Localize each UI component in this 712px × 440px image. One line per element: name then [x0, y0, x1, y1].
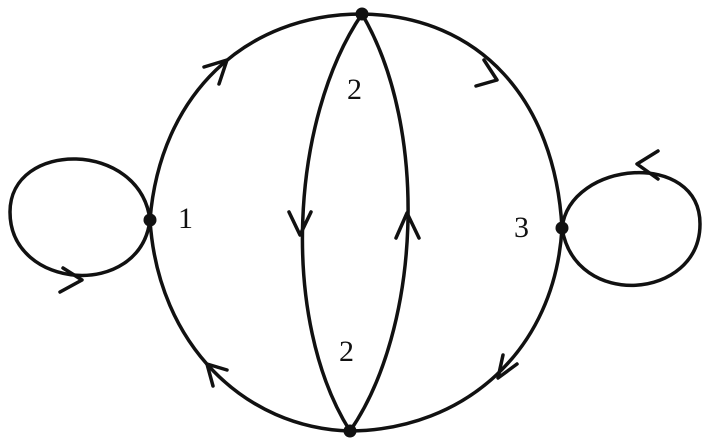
edge-left-upper-arc	[148, 12, 364, 222]
arrow-inner-left-down	[287, 210, 313, 237]
arrow-left-upper	[202, 58, 229, 86]
edge-left-lower-arc	[148, 218, 352, 433]
edge-right-lower-arc	[348, 226, 564, 433]
arrow-left-lower	[205, 362, 229, 388]
vertex-1	[143, 213, 157, 227]
arrow-right-lower	[496, 353, 519, 380]
label-vertex-1: 1	[178, 202, 193, 235]
label-bottom-2: 2	[339, 335, 354, 368]
arrow-loop-3	[635, 149, 660, 181]
edge-inner-left	[300, 12, 364, 433]
vertex-bottom	[343, 424, 357, 438]
arrow-right-upper	[474, 58, 499, 88]
self-loop-vertex-3	[560, 170, 702, 288]
self-loop-vertex-1	[8, 157, 152, 278]
label-vertex-3: 3	[514, 211, 529, 244]
arrow-loop-1	[58, 266, 84, 294]
arrow-inner-right-up	[394, 211, 421, 240]
vertex-3	[555, 221, 569, 235]
edge-right-upper-arc	[360, 12, 564, 230]
vertex-top	[355, 7, 369, 21]
edge-inner-right	[348, 12, 410, 433]
label-top-2: 2	[347, 73, 362, 106]
